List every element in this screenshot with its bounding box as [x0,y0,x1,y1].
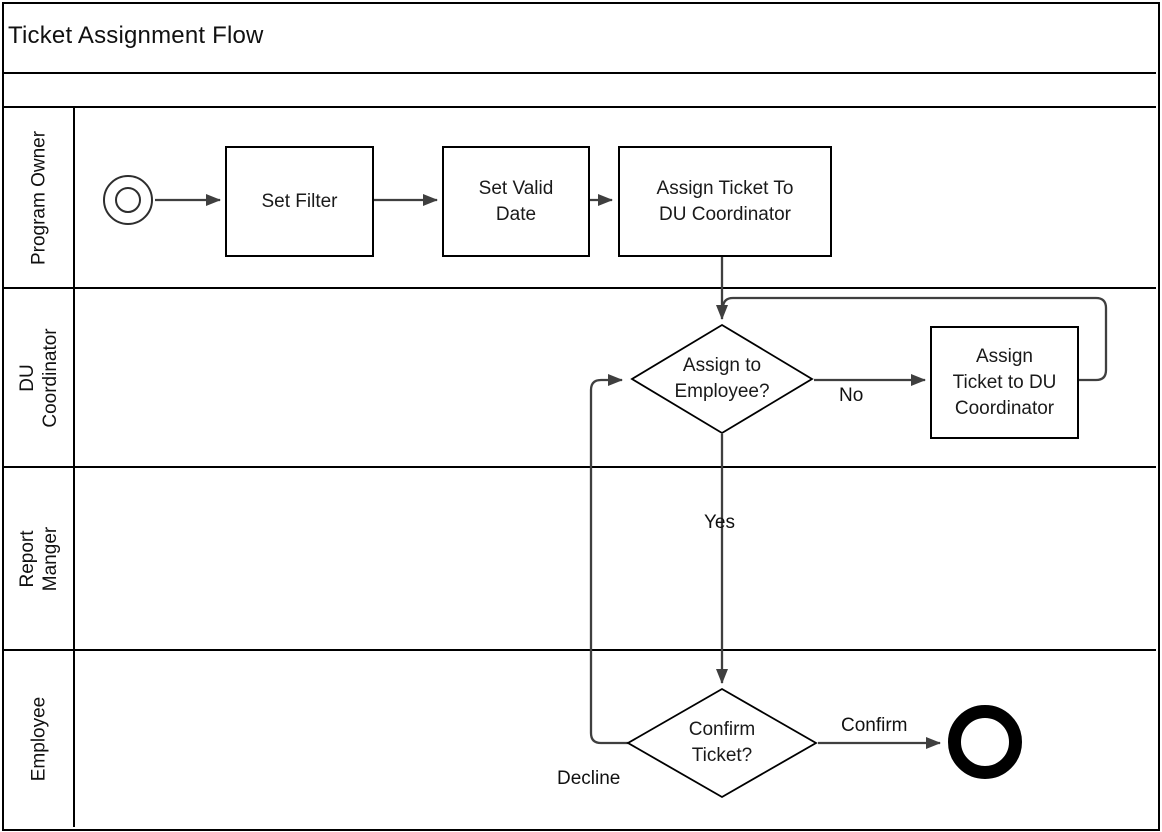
lane-employee: Employee [4,651,74,827]
task-assign-ticket-to-du-coordinator: Assign Ticket To DU Coordinator [618,146,832,257]
gateway-confirm-ticket-label: Confirm Ticket? [688,719,756,766]
task-set-filter: Set Filter [225,146,374,257]
lane-divider-2 [4,466,1156,468]
title-row-divider [4,72,1156,74]
edge-label-decline: Decline [557,768,621,789]
subheader-row-divider [4,106,1156,108]
end-event [948,705,1022,779]
lane-du-coordinator: DU Coordinator [4,289,74,466]
lane-divider-1 [4,287,1156,289]
lane-report-manger: Report Manger [4,468,74,649]
task-set-valid-date: Set Valid Date [442,146,590,257]
gateway-assign-to-employee-label: Assign to Employee? [674,355,770,402]
lane-label-column-divider [73,106,75,827]
edge-label-yes: Yes [704,512,735,533]
task-reassign-ticket-to-du-coordinator: Assign Ticket to DU Coordinator [930,326,1079,439]
lane-label: Report Manger [17,526,61,591]
lane-label: Program Owner [28,130,50,265]
lane-program-owner: Program Owner [4,108,74,287]
start-event-inner-circle [115,187,141,213]
lane-divider-3 [4,649,1156,651]
edge-label-no: No [839,385,864,406]
start-event [103,175,153,225]
diagram-title: Ticket Assignment Flow [8,22,264,49]
lane-label: Employee [28,696,50,782]
edge-label-confirm: Confirm [841,715,908,736]
lane-label: DU Coordinator [17,327,61,428]
